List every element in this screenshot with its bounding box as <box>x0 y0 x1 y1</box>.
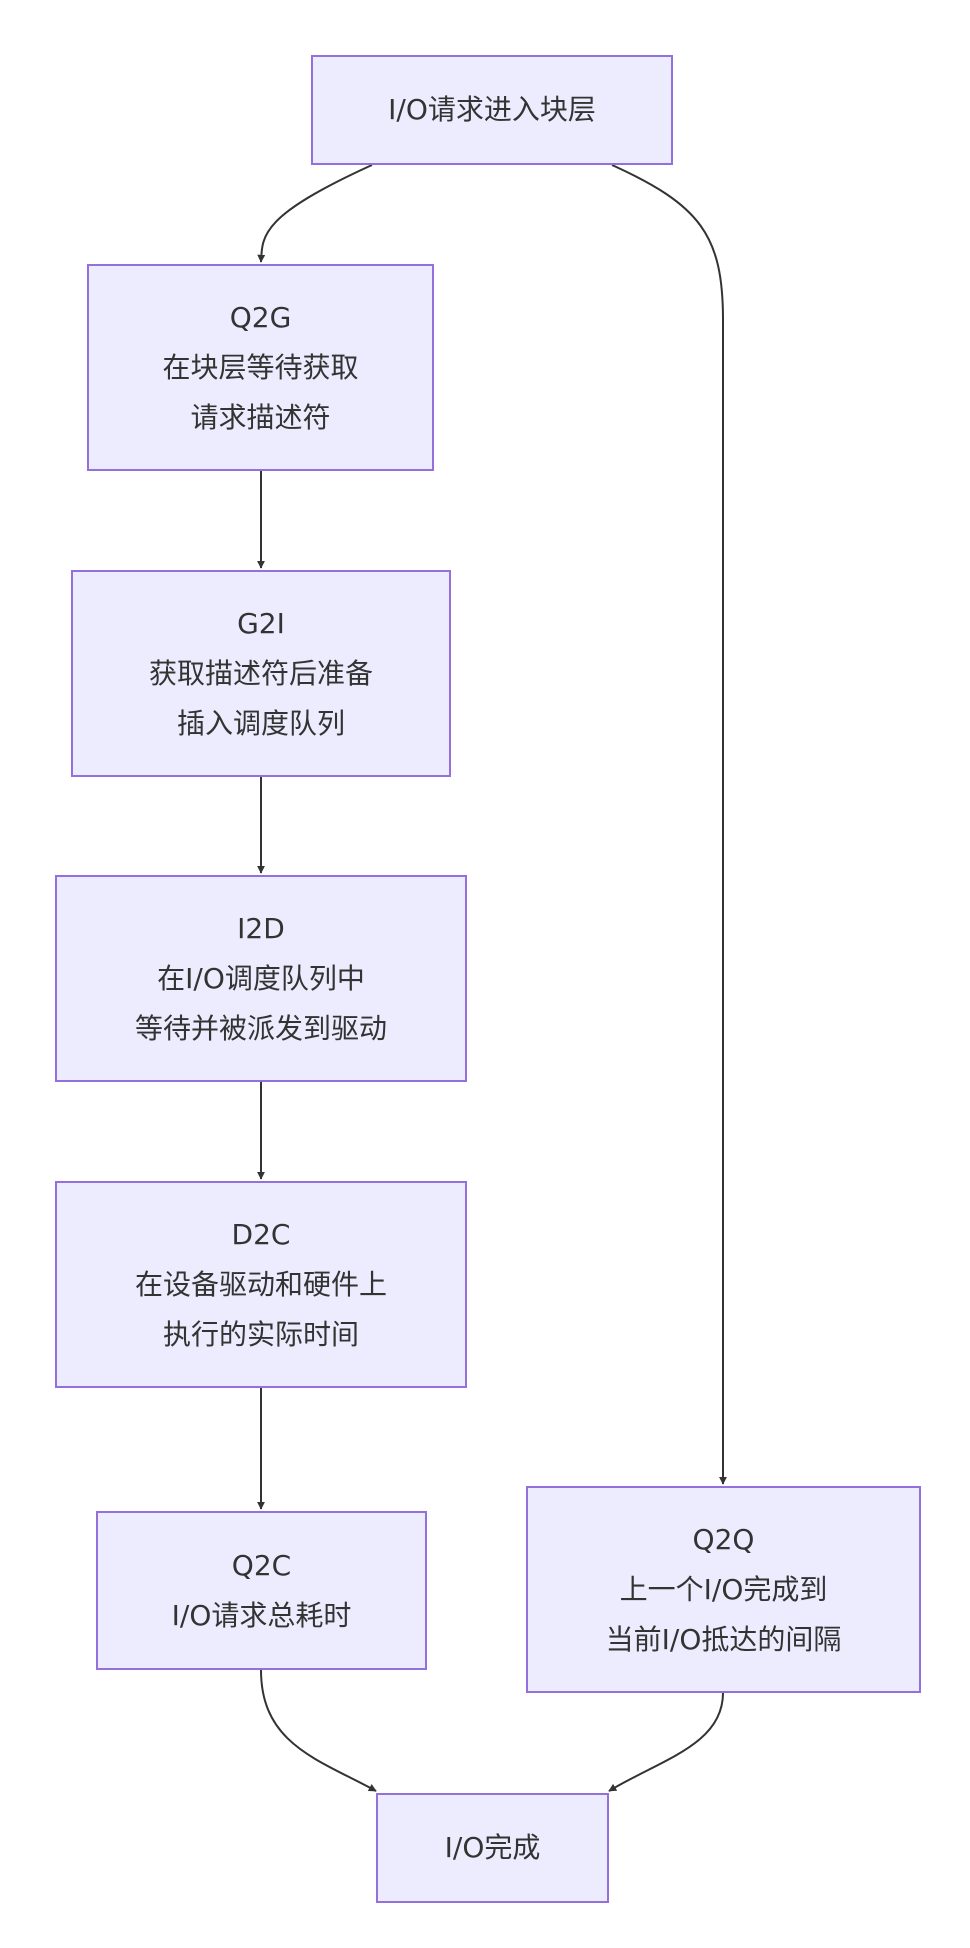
node-q2g: Q2G 在块层等待获取 请求描述符 <box>87 264 434 471</box>
node-title: D2C <box>231 1217 291 1251</box>
node-io-request-enters-block-layer: I/O请求进入块层 <box>311 55 673 165</box>
node-desc-line-2: 当前I/O抵达的间隔 <box>605 1622 842 1656</box>
node-title: Q2Q <box>692 1522 755 1556</box>
node-desc-line-1: 在设备驱动和硬件上 <box>134 1267 387 1301</box>
node-desc-line-1: 获取描述符后准备 <box>148 656 373 690</box>
node-g2i: G2I 获取描述符后准备 插入调度队列 <box>71 570 451 777</box>
edge-q2q-to-end <box>608 1692 724 1792</box>
node-q2q: Q2Q 上一个I/O完成到 当前I/O抵达的间隔 <box>526 1486 921 1693</box>
node-desc-line-2: 执行的实际时间 <box>162 1317 359 1351</box>
node-q2c: Q2C I/O请求总耗时 <box>96 1511 427 1670</box>
node-desc-line-2: 插入调度队列 <box>176 706 345 740</box>
edge-q2c-to-end <box>260 1669 377 1792</box>
node-label: I/O请求进入块层 <box>388 93 596 126</box>
node-io-complete: I/O完成 <box>376 1793 609 1903</box>
node-desc-line-1: 在块层等待获取 <box>162 350 359 384</box>
node-desc-line-1: 上一个I/O完成到 <box>619 1572 828 1606</box>
node-desc-line-2: 请求描述符 <box>190 400 331 434</box>
node-title: Q2G <box>229 300 292 334</box>
node-title: I2D <box>237 911 285 945</box>
node-desc-line-1: 在I/O调度队列中 <box>157 961 365 995</box>
node-label: I/O完成 <box>444 1831 541 1864</box>
node-desc-line-2: 等待并被派发到驱动 <box>134 1011 387 1045</box>
edge-start-to-q2q <box>611 164 727 1485</box>
node-d2c: D2C 在设备驱动和硬件上 执行的实际时间 <box>55 1181 467 1388</box>
node-title: G2I <box>237 606 285 640</box>
edge-start-to-q2g <box>257 164 373 263</box>
node-desc-line-1: I/O请求总耗时 <box>171 1598 352 1632</box>
node-title: Q2C <box>231 1548 292 1582</box>
node-i2d: I2D 在I/O调度队列中 等待并被派发到驱动 <box>55 875 467 1082</box>
